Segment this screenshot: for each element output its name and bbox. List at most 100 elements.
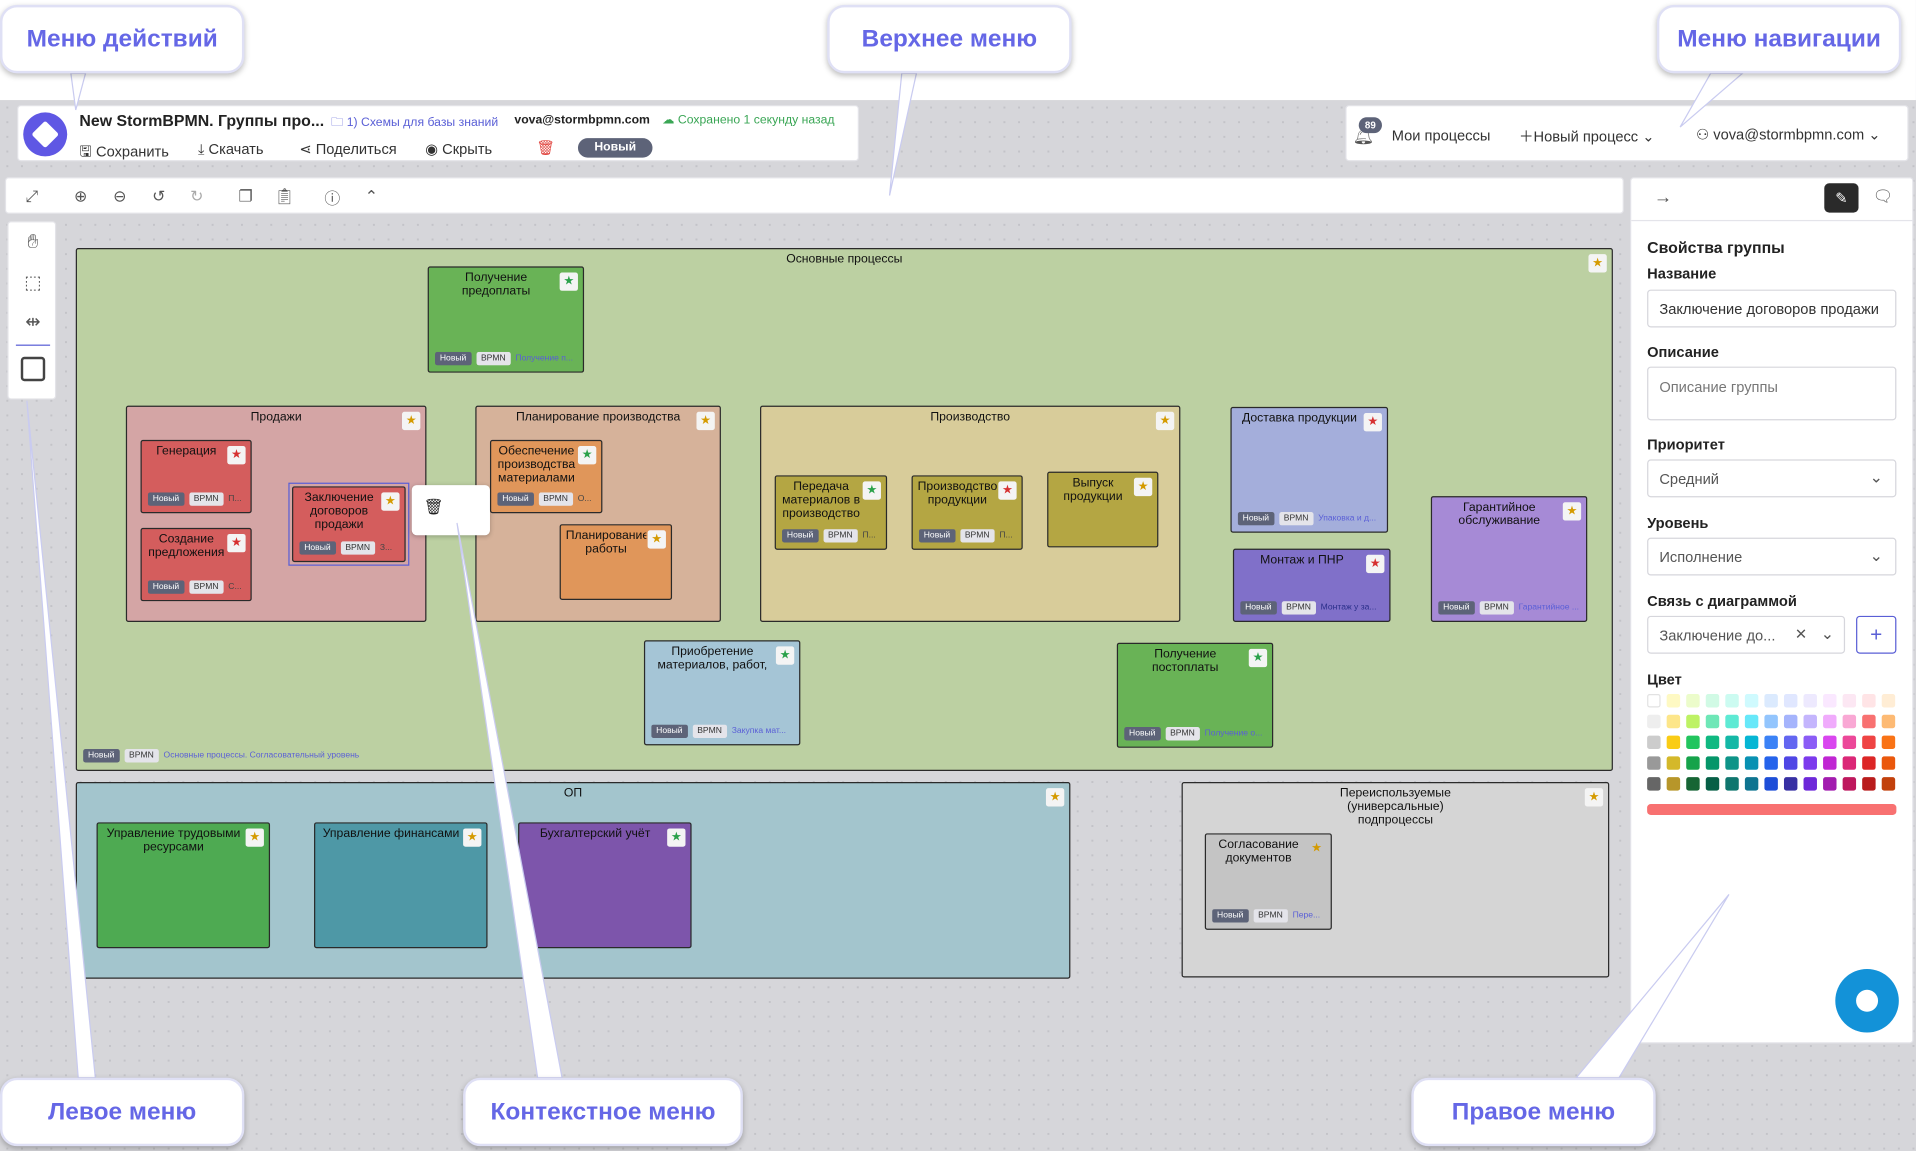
color-swatch[interactable] [1764, 777, 1778, 791]
color-swatch[interactable] [1725, 694, 1739, 708]
redo-icon[interactable]: ↻ [190, 186, 204, 206]
color-swatch[interactable] [1803, 714, 1817, 729]
level-select[interactable]: Исполнение⌄ [1647, 537, 1897, 576]
process-staff-planning[interactable]: Планирование работы персонала ★ [559, 524, 673, 600]
color-swatch[interactable] [1881, 694, 1896, 708]
color-swatch[interactable] [1881, 714, 1896, 729]
process-lead-generation[interactable]: Генерация лидов ★ НовыйBPMNП... [140, 439, 252, 514]
color-swatch[interactable] [1686, 694, 1700, 708]
color-swatch[interactable] [1705, 694, 1720, 708]
hand-tool-icon[interactable]: ✋︎ [27, 232, 39, 253]
color-swatch[interactable] [1666, 777, 1681, 791]
star-icon[interactable]: ★ [647, 530, 666, 549]
color-swatch[interactable] [1666, 756, 1681, 770]
help-icon[interactable]: ⓘ [324, 188, 341, 208]
color-swatch[interactable] [1705, 735, 1720, 750]
space-tool-icon[interactable]: ⇹ [25, 311, 41, 333]
hide-button[interactable]: ◉ Скрыть [425, 141, 492, 158]
color-swatch[interactable] [1744, 714, 1759, 729]
process-transfer[interactable]: Передача материалов в производство ★ Нов… [774, 475, 888, 550]
color-swatch[interactable] [1647, 777, 1661, 791]
color-swatch[interactable] [1744, 694, 1759, 708]
color-swatch[interactable] [1647, 756, 1661, 770]
color-swatch[interactable] [1705, 777, 1720, 791]
color-swatch[interactable] [1842, 714, 1857, 729]
star-icon[interactable]: ★ [1311, 841, 1323, 856]
star-icon[interactable]: ★ [1248, 648, 1268, 668]
color-swatch[interactable] [1725, 714, 1739, 729]
description-input[interactable]: Описание группы [1647, 366, 1897, 421]
priority-select[interactable]: Средний⌄ [1647, 459, 1897, 498]
color-swatch[interactable] [1666, 735, 1681, 750]
star-icon[interactable]: ★ [381, 492, 400, 511]
new-process-button[interactable]: ＋Новый процесс ⌄ [1519, 126, 1655, 147]
color-swatch[interactable] [1823, 694, 1837, 708]
color-swatch[interactable] [1862, 777, 1876, 791]
star-icon[interactable]: ★ [862, 481, 881, 500]
edit-icon[interactable]: ✎ [1824, 183, 1859, 213]
star-icon[interactable]: ★ [1133, 477, 1153, 497]
star-icon[interactable]: ★ [577, 445, 597, 465]
star-icon[interactable]: ★ [1366, 554, 1385, 574]
process-supply[interactable]: Обеспечение производства материалами ★ Н… [489, 439, 603, 514]
folder-link[interactable]: 🗀 1) Схемы для базы знаний [331, 114, 498, 135]
status-badge[interactable]: Новый [577, 138, 653, 158]
star-icon[interactable]: ★ [559, 272, 578, 291]
save-button[interactable]: 🖫 Сохранить [79, 141, 168, 167]
color-swatch[interactable] [1764, 756, 1778, 770]
color-swatch[interactable] [1686, 756, 1700, 770]
color-swatch[interactable] [1705, 714, 1720, 729]
color-swatch[interactable] [1881, 756, 1896, 770]
color-swatch[interactable] [1744, 777, 1759, 791]
color-swatch[interactable] [1842, 756, 1857, 770]
diagram-title[interactable]: New StormBPMN. Группы про... [79, 111, 325, 130]
color-swatch[interactable] [1803, 756, 1817, 770]
color-swatch[interactable] [1881, 735, 1896, 750]
color-swatch[interactable] [1803, 777, 1817, 791]
color-swatch[interactable] [1783, 777, 1798, 791]
name-input[interactable]: Заключение договоров продажи [1647, 289, 1897, 328]
star-icon[interactable]: ★ [463, 828, 482, 847]
process-hr[interactable]: Управление трудовыми ресурсами ★ [96, 822, 271, 949]
star-icon[interactable]: ★ [998, 481, 1017, 500]
color-swatch[interactable] [1783, 694, 1798, 708]
lasso-tool-icon[interactable]: ⬚ [24, 272, 42, 294]
color-swatch[interactable] [1744, 735, 1759, 750]
color-swatch[interactable] [1783, 714, 1798, 729]
star-icon[interactable]: ★ [227, 445, 246, 465]
color-swatch[interactable] [1725, 735, 1739, 750]
paste-icon[interactable]: 📋︎ [274, 186, 295, 206]
color-swatch[interactable] [1783, 756, 1798, 770]
undo-icon[interactable]: ↺ [152, 186, 166, 206]
star-icon[interactable]: ★ [1562, 502, 1582, 521]
add-link-button[interactable]: + [1856, 615, 1897, 654]
trash-icon[interactable]: 🗑 [423, 497, 444, 516]
star-icon[interactable]: ★ [1584, 788, 1604, 807]
star-icon[interactable]: ★ [245, 828, 264, 847]
color-swatch[interactable] [1686, 735, 1700, 750]
color-swatch[interactable] [1823, 756, 1837, 770]
collapse-icon[interactable]: ⌃ [364, 186, 379, 206]
copy-icon[interactable]: ❐ [238, 186, 253, 206]
color-swatch[interactable] [1862, 694, 1876, 708]
star-icon[interactable]: ★ [1588, 254, 1607, 273]
color-swatch[interactable] [1764, 714, 1778, 729]
color-swatch[interactable] [1647, 735, 1661, 750]
color-swatch[interactable] [1764, 735, 1778, 750]
diagram-link-select[interactable]: Заключение до...✕⌄ [1647, 615, 1846, 654]
color-swatch[interactable] [1666, 714, 1681, 729]
color-swatch[interactable] [1842, 694, 1857, 708]
chat-button[interactable] [1835, 968, 1899, 1033]
zoom-in-icon[interactable]: ⊕ [73, 186, 88, 206]
color-swatch[interactable] [1803, 694, 1817, 708]
share-button[interactable]: ⋖ Поделиться [299, 141, 396, 158]
star-icon[interactable]: ★ [402, 411, 421, 431]
color-swatch[interactable] [1823, 777, 1837, 791]
clear-icon[interactable]: ✕ [1794, 625, 1808, 643]
color-swatch[interactable] [1725, 756, 1739, 770]
